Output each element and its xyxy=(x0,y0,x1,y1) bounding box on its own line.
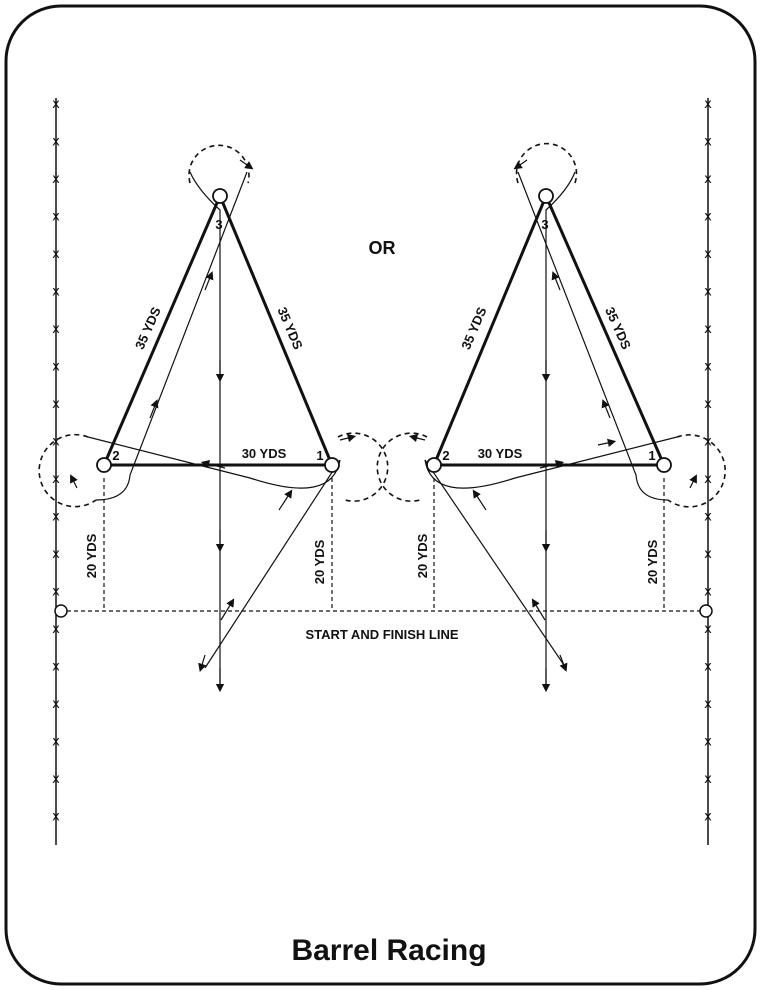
fence-marker-right: x xyxy=(704,772,712,787)
left-barrel-3-number: 3 xyxy=(215,217,222,232)
left-start-distance-a: 20 YDS xyxy=(84,533,99,578)
right-barrel-3-number: 3 xyxy=(541,217,548,232)
right-start-distance-a: 20 YDS xyxy=(415,533,430,578)
fence-marker-left: x xyxy=(52,510,60,525)
fence-marker-left: x xyxy=(52,172,60,187)
start-post-left xyxy=(54,604,68,618)
left-barrel-1 xyxy=(324,457,340,473)
fence-marker-left: x xyxy=(52,247,60,262)
left-barrel-3 xyxy=(212,188,228,204)
left-barrel-2-number: 2 xyxy=(112,448,119,463)
left-start-distance-b: 20 YDS xyxy=(312,539,327,584)
start-finish-label: START AND FINISH LINE xyxy=(305,627,458,642)
fence-marker-left: x xyxy=(52,622,60,637)
left-pattern: 3 2 1 35 YDS 35 YDS 30 YDS 20 YDS 20 YDS xyxy=(38,144,389,693)
fence-marker-right: x xyxy=(704,322,712,337)
fence-marker-left: x xyxy=(52,435,60,450)
right-barrel-1 xyxy=(656,457,672,473)
or-separator: OR xyxy=(369,238,396,258)
fence-marker-left: x xyxy=(52,735,60,750)
right-fence: x x x x x x x x x x x x x x x x x x x x xyxy=(704,97,712,845)
start-post-right xyxy=(699,604,713,618)
fence-marker-left: x xyxy=(52,397,60,412)
fence-marker-right: x xyxy=(704,285,712,300)
fence-marker-right: x xyxy=(704,210,712,225)
fence-marker-right: x xyxy=(704,810,712,825)
fence-marker-right: x xyxy=(704,360,712,375)
fence-marker-right: x xyxy=(704,697,712,712)
right-base-distance: 30 YDS xyxy=(478,446,523,461)
fence-marker-left: x xyxy=(52,585,60,600)
fence-marker-left: x xyxy=(52,135,60,150)
fence-marker-right: x xyxy=(704,585,712,600)
fence-marker-left: x xyxy=(52,697,60,712)
right-side-distance-b: 35 YDS xyxy=(602,305,634,352)
fence-marker-left: x xyxy=(52,322,60,337)
fence-marker-right: x xyxy=(704,735,712,750)
fence-marker-right: x xyxy=(704,472,712,487)
left-fence: x x x x x x x x x x x x x x x x x x x x xyxy=(52,97,60,845)
fence-marker-right: x xyxy=(704,547,712,562)
right-barrel-3 xyxy=(538,188,554,204)
fence-marker-left: x xyxy=(52,285,60,300)
fence-marker-left: x xyxy=(52,772,60,787)
fence-marker-right: x xyxy=(704,247,712,262)
diagram-frame xyxy=(4,4,757,986)
fence-marker-left: x xyxy=(52,547,60,562)
fence-marker-right: x xyxy=(704,622,712,637)
right-barrel-1-number: 1 xyxy=(648,448,655,463)
fence-marker-left: x xyxy=(52,660,60,675)
left-side-distance-a: 35 YDS xyxy=(132,304,164,351)
left-side-distance-b: 35 YDS xyxy=(275,305,306,352)
fence-marker-right: x xyxy=(704,435,712,450)
fence-marker-left: x xyxy=(52,97,60,112)
fence-marker-right: x xyxy=(704,172,712,187)
fence-marker-right: x xyxy=(704,510,712,525)
diagram-title: Barrel Racing xyxy=(291,934,486,967)
fence-marker-left: x xyxy=(52,472,60,487)
fence-marker-right: x xyxy=(704,660,712,675)
fence-marker-right: x xyxy=(704,97,712,112)
fence-marker-left: x xyxy=(52,210,60,225)
right-barrel-2 xyxy=(426,457,442,473)
left-barrel-2 xyxy=(96,457,112,473)
left-base-distance: 30 YDS xyxy=(242,446,287,461)
fence-marker-left: x xyxy=(52,360,60,375)
right-pattern: 3 2 1 35 YDS 35 YDS 30 YDS 20 YDS 20 YDS xyxy=(376,142,726,693)
start-finish-line xyxy=(54,604,713,618)
fence-marker-right: x xyxy=(704,135,712,150)
right-start-distance-b: 20 YDS xyxy=(645,539,660,584)
fence-marker-right: x xyxy=(704,397,712,412)
left-barrel-1-number: 1 xyxy=(316,448,323,463)
right-barrel-2-number: 2 xyxy=(442,448,449,463)
fence-marker-left: x xyxy=(52,810,60,825)
